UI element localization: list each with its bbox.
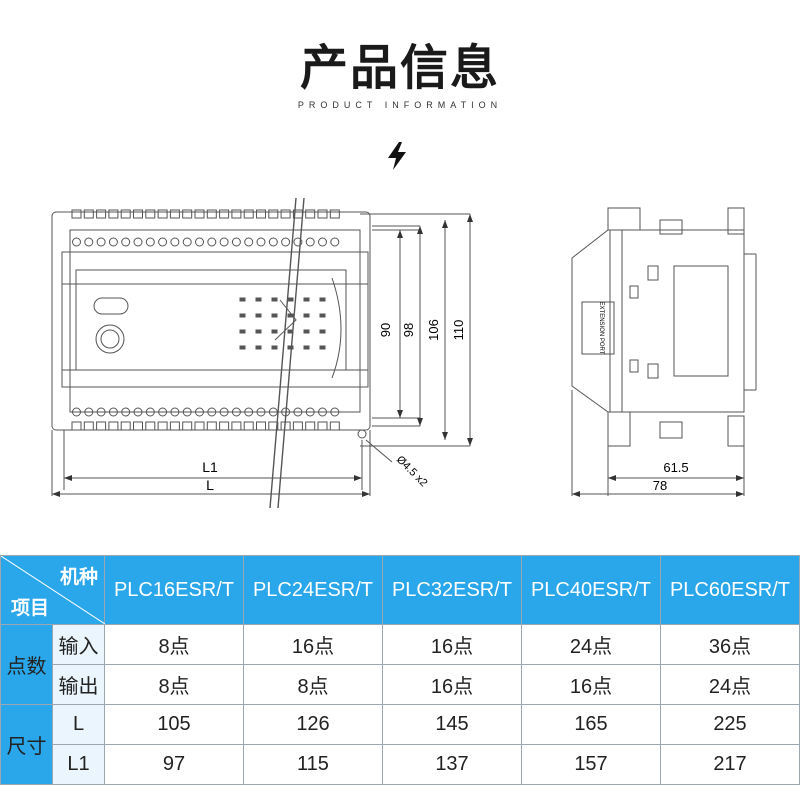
lightning-icon xyxy=(388,142,406,170)
model-header: PLC24ESR/T xyxy=(243,555,383,625)
dim-l1: L1 xyxy=(202,459,218,475)
dimension-drawing: 90 98 106 110 L1 L Ø4.5 x2 61.5 78 EXTEN… xyxy=(51,197,757,509)
table-cell: 157 xyxy=(521,744,661,785)
table-cell: 105 xyxy=(104,704,244,745)
plc-side-view xyxy=(571,207,757,496)
table-cell: 16点 xyxy=(382,664,522,705)
table-cell: 97 xyxy=(104,744,244,785)
table-cell: 126 xyxy=(243,704,383,745)
table-cell: 36点 xyxy=(660,624,800,665)
table-header-row: 机种 项目 PLC16ESR/T PLC24ESR/T PLC32ESR/T P… xyxy=(0,555,800,625)
dim-106: 106 xyxy=(426,319,441,341)
length-dimensions xyxy=(51,430,371,496)
row-output-label: 输出 xyxy=(52,664,105,705)
table-cell: 217 xyxy=(660,744,800,785)
dim-110: 110 xyxy=(451,320,466,341)
plc-front-view xyxy=(51,197,393,509)
model-header: PLC32ESR/T xyxy=(382,555,522,625)
table-cell: 16点 xyxy=(382,624,522,665)
row-l-label: L xyxy=(52,704,105,745)
dim-l: L xyxy=(206,477,214,493)
dim-90: 90 xyxy=(378,323,393,337)
table-cell: 8点 xyxy=(104,624,244,665)
model-header: PLC40ESR/T xyxy=(521,555,661,625)
table-cell: 16点 xyxy=(243,624,383,665)
table-cell: 24点 xyxy=(521,624,661,665)
table-cell: 16点 xyxy=(521,664,661,705)
table-corner: 机种 项目 xyxy=(0,555,105,625)
table-cell: 8点 xyxy=(104,664,244,705)
table-cell: 145 xyxy=(382,704,522,745)
dim-78: 78 xyxy=(653,478,667,493)
table-row: L1 97 115 137 157 217 xyxy=(1,744,800,785)
table-cell: 165 xyxy=(521,704,661,745)
group-size-label: 尺寸 xyxy=(0,704,53,785)
dim-hole: Ø4.5 x2 xyxy=(394,454,430,490)
height-dimensions xyxy=(360,213,471,447)
spec-table: 机种 项目 PLC16ESR/T PLC24ESR/T PLC32ESR/T P… xyxy=(0,555,800,785)
dim-98: 98 xyxy=(401,323,416,337)
table-cell: 24点 xyxy=(660,664,800,705)
table-cell: 115 xyxy=(243,744,383,785)
table-row: 点数 输入 8点 16点 16点 24点 36点 xyxy=(0,624,800,705)
table-cell: 137 xyxy=(382,744,522,785)
corner-item-label: 项目 xyxy=(11,598,50,619)
model-header: PLC60ESR/T xyxy=(660,555,800,625)
page-subtitle: PRODUCT INFORMATION xyxy=(297,100,503,110)
table-cell: 225 xyxy=(660,704,800,745)
page-title: 产品信息 xyxy=(299,40,500,96)
row-l1-label: L1 xyxy=(52,744,105,785)
table-row: 尺寸 L 105 126 145 165 225 xyxy=(0,704,800,785)
corner-model-label: 机种 xyxy=(59,567,98,588)
extension-port-label: EXTENSION PORT xyxy=(598,302,604,355)
dim-61-5: 61.5 xyxy=(663,460,688,475)
table-cell: 8点 xyxy=(243,664,383,705)
group-points-label: 点数 xyxy=(0,624,53,705)
row-input-label: 输入 xyxy=(52,624,105,665)
model-header: PLC16ESR/T xyxy=(104,555,244,625)
table-row: 输出 8点 8点 16点 16点 24点 xyxy=(1,664,800,705)
